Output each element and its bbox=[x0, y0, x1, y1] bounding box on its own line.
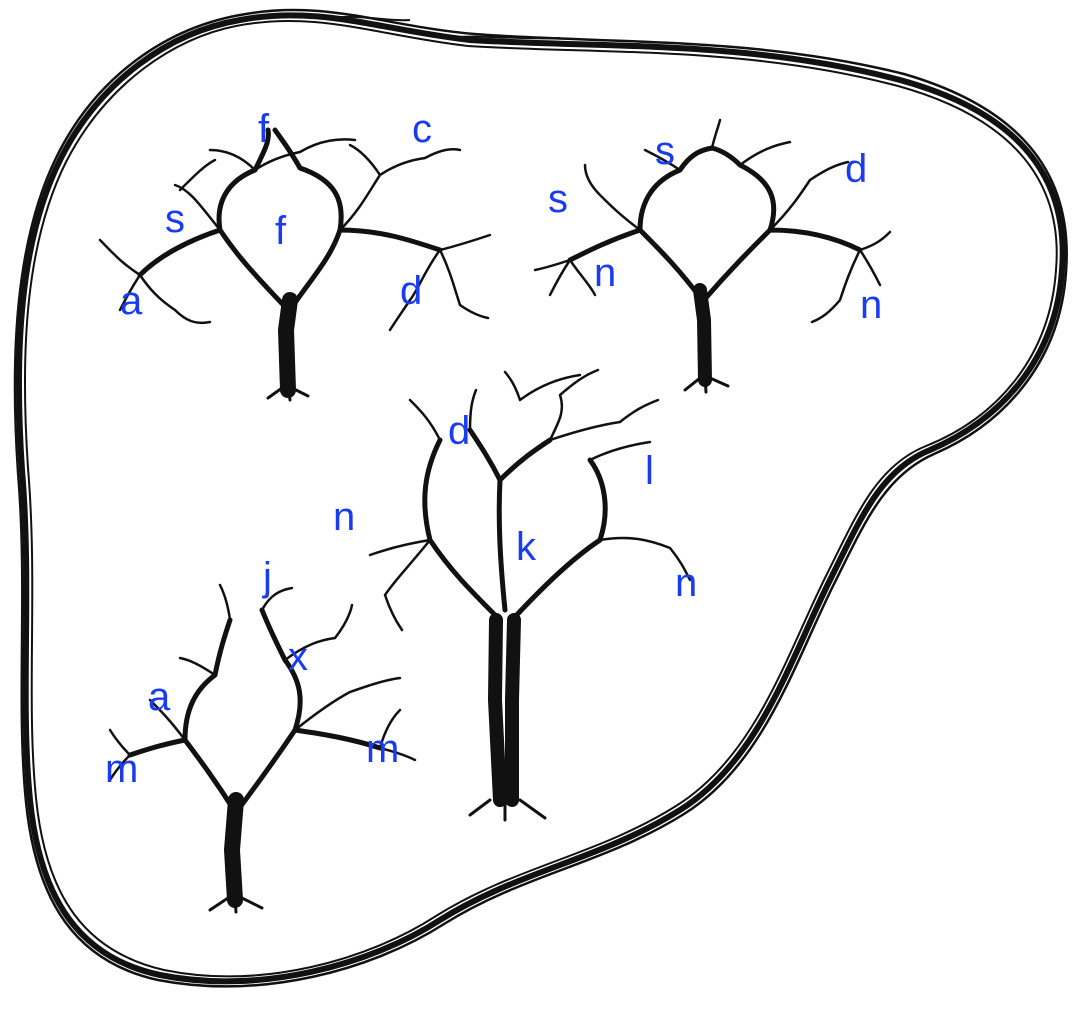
tree-label: a bbox=[148, 675, 171, 719]
tree-label: d bbox=[400, 269, 422, 313]
tree-bottom-left-labels: j x a m m bbox=[105, 555, 399, 791]
tree-label: l bbox=[645, 449, 654, 493]
tree-label: c bbox=[412, 107, 432, 151]
tree-label: f bbox=[275, 209, 287, 253]
tree-label: n bbox=[675, 561, 697, 605]
trunk bbox=[700, 290, 705, 380]
tree-label: n bbox=[333, 495, 355, 539]
tree-label: a bbox=[120, 279, 143, 323]
twigs bbox=[370, 370, 690, 630]
boundary-outline bbox=[15, 10, 1067, 986]
tree-label: s bbox=[655, 129, 675, 173]
tree-label: m bbox=[366, 727, 399, 771]
tree-label: k bbox=[516, 525, 537, 569]
tree-label: f bbox=[258, 107, 270, 151]
tree-label: d bbox=[845, 147, 867, 191]
trunk bbox=[286, 300, 290, 390]
tree-label: d bbox=[448, 409, 470, 453]
branches bbox=[425, 430, 605, 620]
tree-label: x bbox=[288, 635, 308, 679]
roots bbox=[210, 896, 262, 912]
tree-label: j bbox=[262, 555, 272, 599]
tree-center bbox=[370, 370, 690, 820]
trunk bbox=[495, 620, 514, 800]
tree-label: n bbox=[860, 283, 882, 327]
tree-top-right bbox=[535, 120, 890, 392]
trunk bbox=[232, 800, 236, 900]
tree-label: n bbox=[594, 251, 616, 295]
tree-center-labels: d l n k n bbox=[333, 409, 697, 605]
tree-label: s bbox=[165, 197, 185, 241]
tree-label: s bbox=[548, 177, 568, 221]
tree-top-left-labels: f c s f a d bbox=[120, 107, 432, 323]
roots bbox=[685, 376, 728, 392]
tree-top-left bbox=[100, 130, 490, 400]
branches bbox=[140, 130, 440, 310]
tree-top-right-labels: s d s n n bbox=[548, 129, 882, 327]
tree-label: m bbox=[105, 747, 138, 791]
